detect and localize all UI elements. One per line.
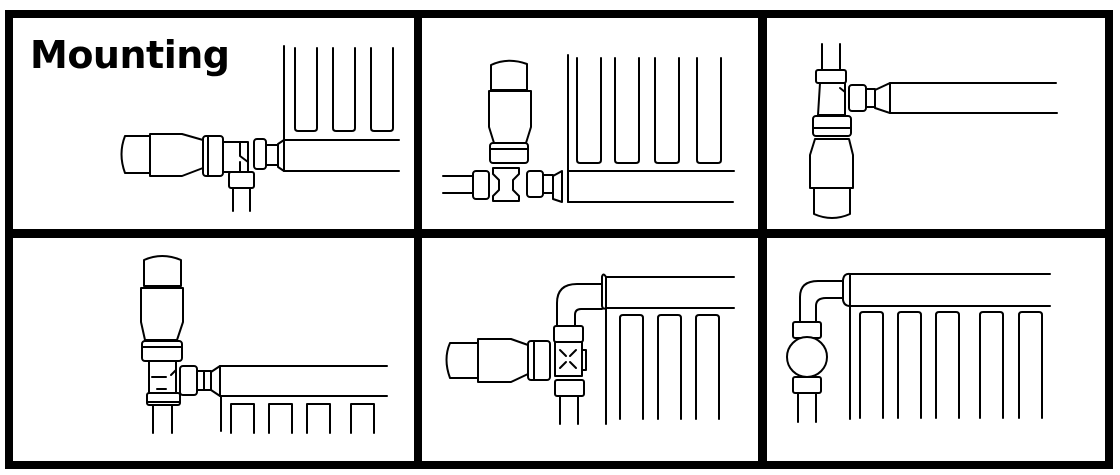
- vertical-head-straight-valve-diagram: [442, 54, 735, 203]
- mounting-diagram-grid: Mounting: [5, 10, 1113, 469]
- downward-head-corner-valve-diagram: [809, 43, 1058, 219]
- side-mount-valve-diagram: [120, 45, 400, 212]
- ball-valve-elbow-diagram: [786, 272, 1051, 423]
- panel-6: [767, 238, 1105, 461]
- panel-3: [767, 18, 1105, 229]
- panel-4: [13, 238, 414, 461]
- horizontal-head-elbow-valve-diagram: [445, 273, 735, 425]
- vertical-head-angle-valve-diagram: [140, 255, 388, 434]
- panel-5: [422, 238, 758, 461]
- page-title: Mounting: [30, 33, 230, 77]
- panel-2: [422, 18, 758, 229]
- panel-1: Mounting: [13, 18, 414, 229]
